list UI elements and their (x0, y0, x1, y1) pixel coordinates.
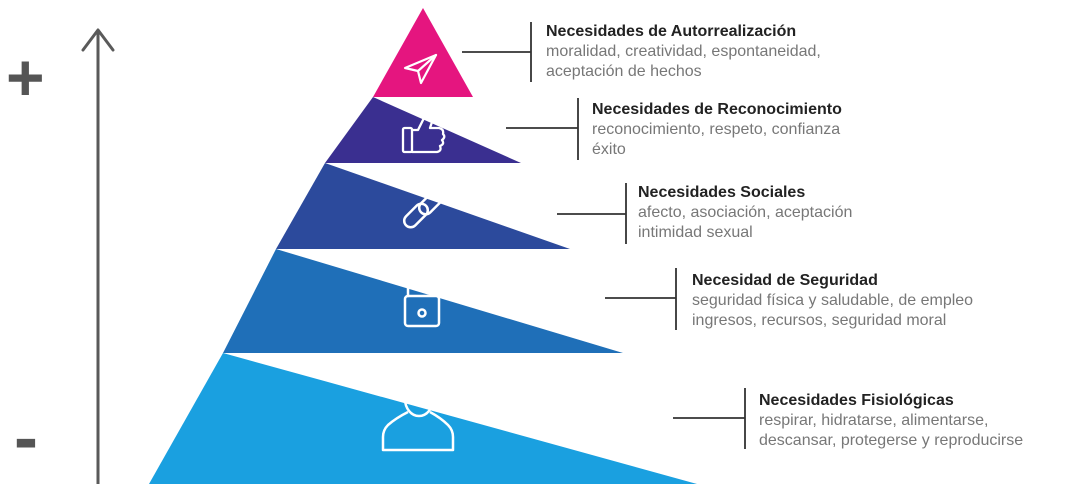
more-sign: + (6, 40, 45, 114)
level-description: ingresos, recursos, seguridad moral (692, 312, 947, 329)
link-icon (402, 189, 445, 229)
level-label-self-actualization: Necesidades de Autorrealización moralida… (546, 22, 821, 82)
tier-safety (223, 249, 623, 353)
level-label-social: Necesidades Sociales afecto, asociación,… (638, 183, 852, 243)
connector-social (557, 183, 627, 244)
priority-arrow (81, 28, 115, 484)
padlock-icon (403, 269, 441, 328)
tier-physiological (149, 353, 697, 484)
connector-self-actualization (462, 22, 532, 82)
level-title: Necesidades Fisiológicas (759, 392, 954, 409)
level-title: Necesidades de Autorrealización (546, 23, 797, 40)
level-description: intimidad sexual (638, 224, 753, 241)
level-description: respirar, hidratarse, alimentarse, (759, 412, 989, 429)
less-sign: - (14, 398, 38, 478)
level-title: Necesidades Sociales (638, 184, 806, 201)
level-label-safety: Necesidad de Seguridad seguridad física … (692, 271, 973, 331)
level-description: reconocimiento, respeto, confianza (592, 121, 841, 138)
level-description: seguridad física y saludable, de empleo (692, 292, 974, 309)
level-title: Necesidad de Seguridad (692, 272, 878, 289)
connector-safety (605, 268, 677, 330)
level-label-esteem: Necesidades de Reconocimiento reconocimi… (592, 100, 842, 160)
level-label-physiological: Necesidades Fisiológicas respirar, hidra… (759, 391, 1023, 451)
connector-esteem (506, 98, 579, 160)
paper-plane-icon (403, 53, 438, 85)
level-description: descansar, protegerse y reproducirse (759, 432, 1024, 449)
level-description: éxito (592, 141, 626, 158)
person-icon (381, 380, 455, 452)
thumbs-up-icon (401, 110, 446, 154)
level-description: afecto, asociación, aceptación (638, 204, 853, 221)
level-description: aceptación de hechos (546, 63, 702, 80)
tier-self-actualization (373, 8, 473, 97)
level-title: Necesidades de Reconocimiento (592, 101, 842, 118)
tier-esteem (325, 97, 521, 163)
connector-physiological (673, 388, 746, 449)
tier-social (276, 163, 570, 249)
level-description: moralidad, creatividad, espontaneidad, (546, 43, 821, 60)
